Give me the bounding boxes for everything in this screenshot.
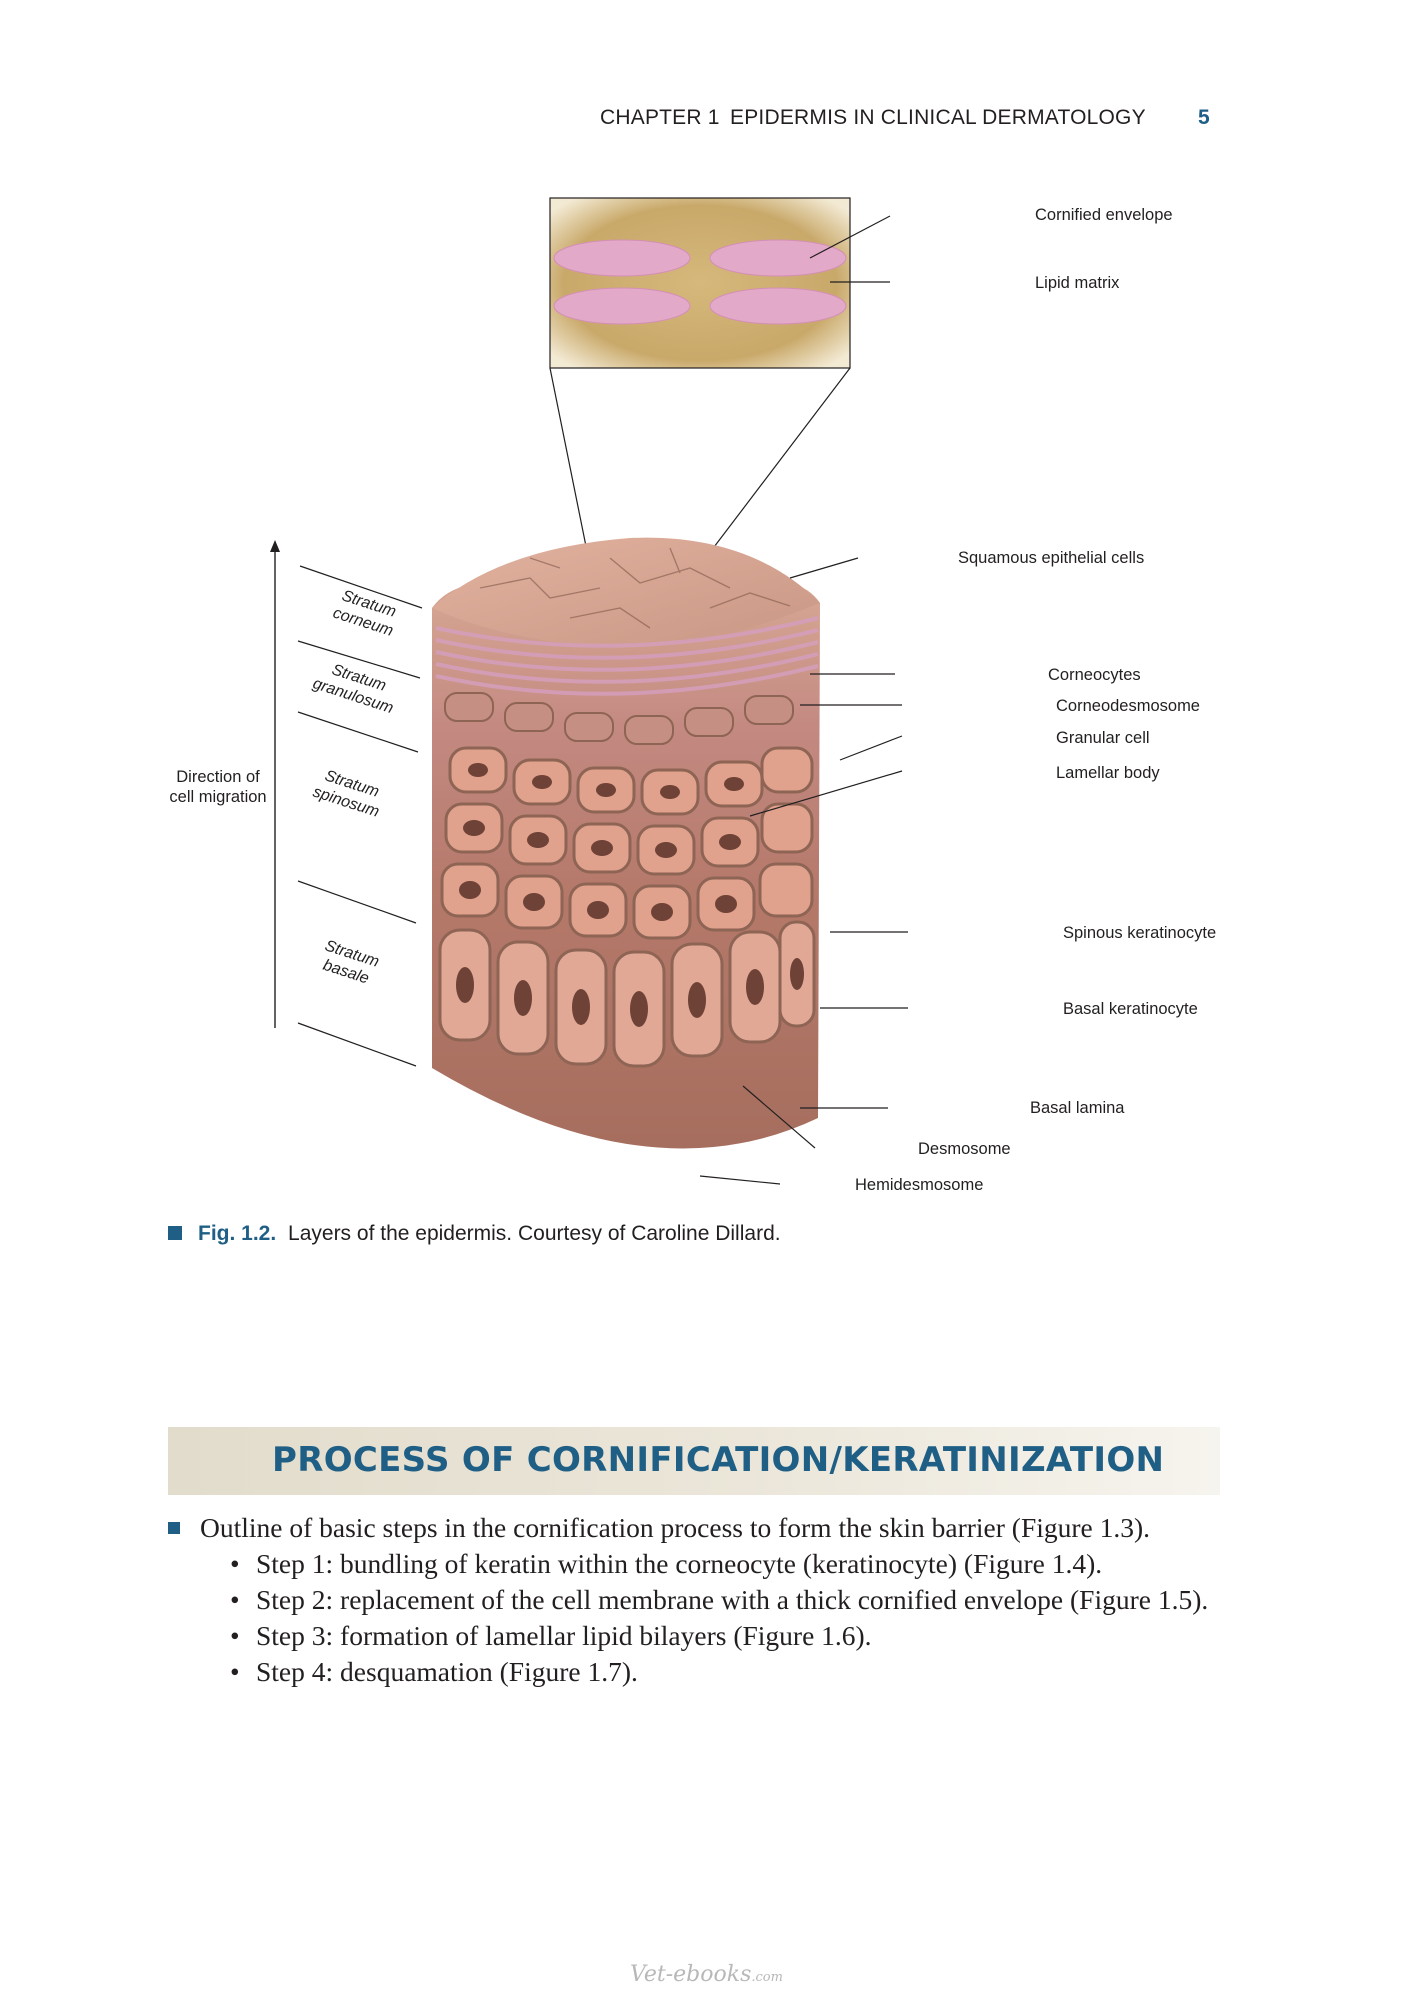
label-cornified-envelope: Cornified envelope bbox=[1035, 206, 1173, 224]
epidermis-illustration: Direction of cell migration Stratum corn… bbox=[169, 197, 1216, 1194]
label-lamellar-body: Lamellar body bbox=[1056, 764, 1160, 782]
label-corneodesmosome: Corneodesmosome bbox=[1056, 697, 1200, 715]
watermark: Vet-ebooks.com bbox=[630, 1962, 783, 1987]
bullet-dot-icon: • bbox=[230, 1584, 240, 1615]
list-item: •Step 1: bundling of keratin within the … bbox=[230, 1546, 1220, 1582]
figure-caption: Fig. 1.2. Layers of the epidermis. Court… bbox=[168, 1222, 781, 1246]
label-spinous-keratinocyte: Spinous keratinocyte bbox=[1063, 924, 1216, 942]
label-basal-lamina: Basal lamina bbox=[1030, 1099, 1125, 1117]
direction-label-line1: Direction of bbox=[176, 768, 260, 786]
watermark-brand: Vet-ebooks bbox=[630, 1962, 752, 1987]
lead-text: Outline of basic steps in the cornificat… bbox=[200, 1512, 1151, 1543]
caption-label: Fig. 1.2. bbox=[198, 1222, 277, 1245]
section-heading: PROCESS OF CORNIFICATION/KERATINIZATION bbox=[272, 1440, 1165, 1480]
label-basal-keratinocyte: Basal keratinocyte bbox=[1063, 1000, 1198, 1018]
epidermis-figure: Direction of cell migration Stratum corn… bbox=[150, 188, 1230, 1208]
list-item: •Step 4: desquamation (Figure 1.7). bbox=[230, 1654, 1220, 1690]
direction-label-line2: cell migration bbox=[169, 788, 266, 806]
bullet-dot-icon: • bbox=[230, 1656, 240, 1687]
lead-paragraph: Outline of basic steps in the cornificat… bbox=[168, 1510, 1220, 1546]
bullet-dot-icon: • bbox=[230, 1620, 240, 1651]
watermark-domain: .com bbox=[751, 1970, 783, 1985]
list-item: •Step 2: replacement of the cell membran… bbox=[230, 1582, 1220, 1618]
label-corneocytes: Corneocytes bbox=[1048, 666, 1141, 684]
page-number: 5 bbox=[1198, 106, 1210, 129]
list-item: •Step 3: formation of lamellar lipid bil… bbox=[230, 1618, 1220, 1654]
section-heading-band: PROCESS OF CORNIFICATION/KERATINIZATION bbox=[168, 1427, 1220, 1495]
epidermis-block bbox=[432, 537, 820, 1149]
label-desmosome: Desmosome bbox=[918, 1140, 1011, 1158]
label-hemidesmosome: Hemidesmosome bbox=[855, 1176, 983, 1194]
chapter-number: CHAPTER 1 bbox=[600, 106, 720, 129]
steps-list: •Step 1: bundling of keratin within the … bbox=[168, 1546, 1220, 1690]
body-text: Outline of basic steps in the cornificat… bbox=[168, 1510, 1220, 1690]
label-squamous-cells: Squamous epithelial cells bbox=[958, 549, 1144, 567]
square-bullet-icon bbox=[168, 1522, 180, 1534]
label-lipid-matrix: Lipid matrix bbox=[1035, 274, 1120, 292]
bullet-dot-icon: • bbox=[230, 1548, 240, 1579]
label-granular-cell: Granular cell bbox=[1056, 729, 1150, 747]
inset-box bbox=[549, 197, 851, 369]
caption-bullet-icon bbox=[168, 1226, 182, 1240]
chapter-title: EPIDERMIS IN CLINICAL DERMATOLOGY bbox=[730, 106, 1146, 129]
caption-text: Layers of the epidermis. Courtesy of Car… bbox=[288, 1222, 781, 1245]
